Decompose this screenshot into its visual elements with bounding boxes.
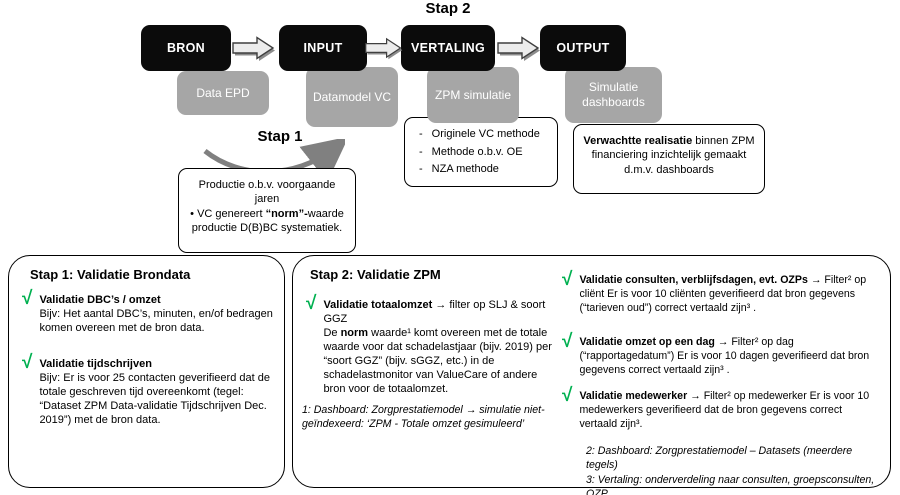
validation-item-body: Bijv: Het aantal DBC’s, minuten, en/of b… [39,308,273,335]
output-note: Verwachtte realisatie binnen ZPM financi… [573,124,765,194]
bullet-icon: • [190,207,195,220]
dash-icon: - [419,128,423,140]
validation-item: √ Validatie tijdschrijven Bijv: Er is vo… [22,352,274,427]
dash-icon: - [419,145,423,158]
arrow-glyph: → [435,299,447,311]
footnote-1: 1: Dashboard: Zorgprestatiemodel → simul… [302,404,545,431]
validation-panel-zpm: Stap 2: Validatie ZPM √ Validatie totaal… [292,255,891,495]
stap2-label: Stap 2 [425,0,471,17]
validation-item-body: Validatie omzet op een dag → Filter² op … [579,336,870,376]
validation-item-body: Validatie consulten, verblijfsdagen, evt… [579,274,867,314]
substage-zpm-simulatie: ZPM simulatie [427,67,519,123]
method-item: - NZA methode [419,161,551,179]
validation-item: √ Validatie medewerker → Filter² op mede… [562,385,882,431]
flow-arrow-icon [497,36,540,61]
validation-item: √ Validatie consulten, verblijfsdagen, e… [562,269,882,315]
validation-panel-brondata: Stap 1: Validatie Brondata √ Validatie D… [8,255,285,488]
arrow-glyph: → [717,336,729,348]
arrow-glyph: → [690,390,701,402]
footnote-2: 2: Dashboard: Zorgprestatiemodel – Datas… [586,445,853,472]
validation-item-body: Bijv: Er is voor 25 contacten geverifiee… [39,372,270,427]
stap1-label: Stap 1 [257,128,303,145]
methods-note: - Originele VC methode - Methode o.b.v. … [404,117,558,187]
stage-box-vertaling: VERTALING [401,25,495,71]
method-item: - Methode o.b.v. OE [419,144,551,162]
method-item: - Originele VC methode [419,126,551,144]
check-icon: √ [562,385,573,406]
validation-item: √ Validatie omzet op een dag → Filter² o… [562,331,882,377]
stage-box-output: OUTPUT [540,25,626,71]
validation-item: √ Validatie totaalomzet → filter op SLJ … [306,293,560,397]
productie-note-bullet: • VC genereert “norm”-waarde productie D… [190,207,344,234]
substage-datamodel-vc: Datamodel VC [306,67,398,127]
check-icon: √ [22,288,33,309]
check-icon: √ [22,352,33,373]
footnote-3: 3: Vertaling: onderverdeling naar consul… [586,473,875,495]
arrow-glyph: → [810,274,822,286]
check-icon: √ [562,269,573,290]
substage-simulatie-dashboards: Simulatie dashboards [565,67,662,123]
footnotes-block: 2: Dashboard: Zorgprestatiemodel – Datas… [586,444,884,495]
validation-item-heading: Validatie tijdschrijven [39,358,152,370]
stage-box-bron: BRON [141,25,231,71]
validation-item-body: Validatie medewerker → Filter² op medewe… [579,390,870,430]
substage-data-epd: Data EPD [177,71,269,115]
productie-note-line1: Productie o.b.v. voorgaande jaren [198,179,336,206]
dash-icon: - [419,163,423,176]
productie-note: Productie o.b.v. voorgaande jaren • VC g… [178,168,356,253]
validation-item-body: Validatie totaalomzet → filter op SLJ & … [323,299,552,396]
stage-box-input: INPUT [279,25,367,71]
check-icon: √ [562,331,573,352]
flow-arrow-icon [365,37,403,60]
panel-title: Stap 1: Validatie Brondata [30,267,191,282]
validation-item: √ Validatie DBC’s / omzet Bijv: Het aant… [22,288,274,335]
flow-arrow-icon [232,36,275,61]
panel-title: Stap 2: Validatie ZPM [310,267,441,282]
validation-item-heading: Validatie DBC’s / omzet [39,294,161,306]
check-icon: √ [306,293,317,314]
